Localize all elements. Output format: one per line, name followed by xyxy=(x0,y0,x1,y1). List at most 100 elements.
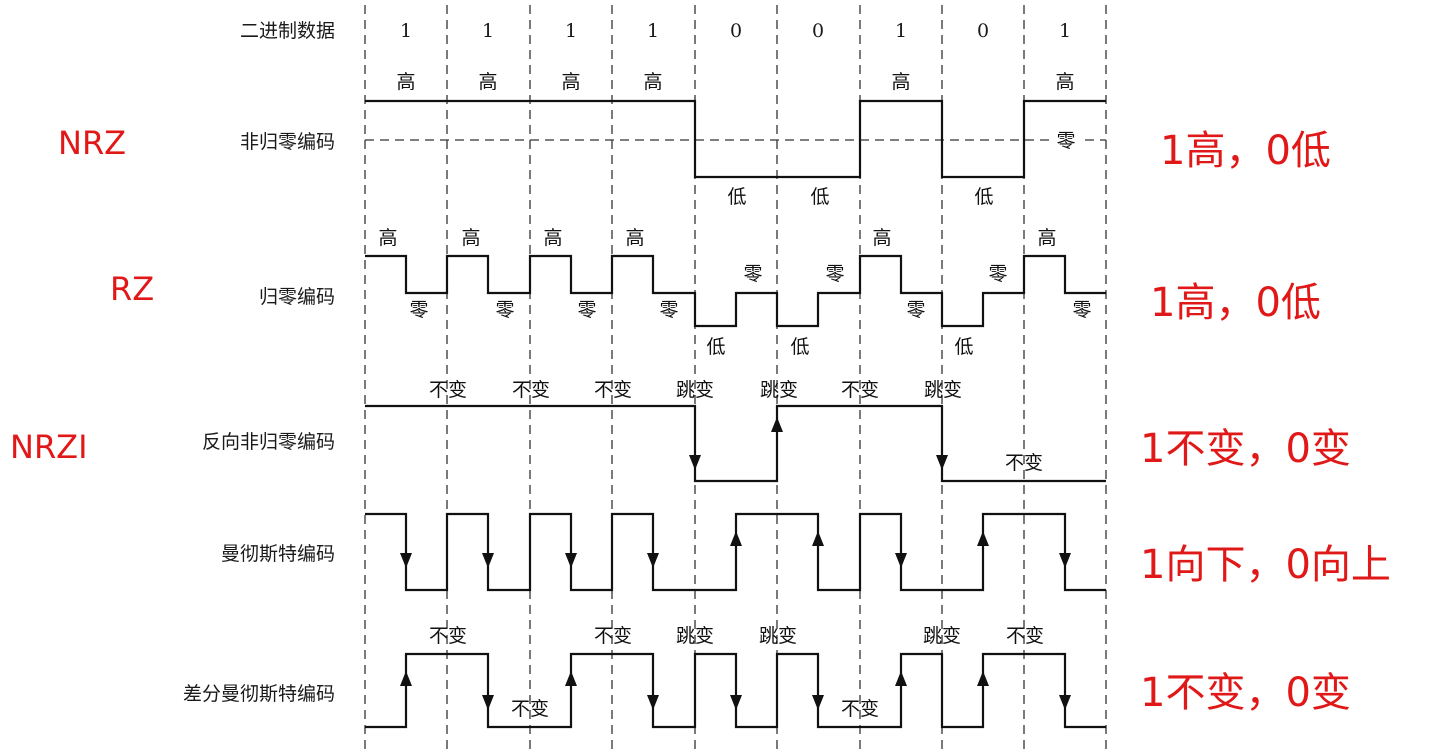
down-arrow-icon xyxy=(895,553,907,568)
bit-value: 0 xyxy=(812,20,824,42)
rz-zero-label: 零 xyxy=(1072,299,1091,321)
bit-value: 0 xyxy=(730,20,742,42)
nrz-zero-label: 零 xyxy=(1056,130,1075,152)
nrz-high-label: 高 xyxy=(1055,71,1074,93)
note-manchester: 1向下，0向上 xyxy=(1140,542,1391,588)
nrzi-label: 跳变 xyxy=(924,379,962,401)
diffman-label: 不变 xyxy=(1006,625,1044,647)
rz-zero-label: 零 xyxy=(495,299,514,321)
nrz-high-label: 高 xyxy=(478,71,497,93)
handwritten-notes: 1高，0低 1高，0低 1不变，0变 1向下，0向上 1不变，0变 xyxy=(1140,128,1391,716)
down-arrow-icon xyxy=(1059,553,1071,568)
diffman-label: 不变 xyxy=(594,625,632,647)
down-arrow-icon xyxy=(482,553,494,568)
nrzi-arrows xyxy=(689,417,948,470)
nrz-low-label: 低 xyxy=(810,186,829,208)
rz-zero-label: 零 xyxy=(906,299,925,321)
rz-high-label: 高 xyxy=(1037,227,1056,249)
down-arrow-icon xyxy=(647,695,659,710)
manchester-waveform xyxy=(365,512,1106,592)
rz-low-label: 低 xyxy=(790,336,809,358)
rz-high-label: 高 xyxy=(625,227,644,249)
diffman-label: 不变 xyxy=(841,698,879,720)
rz-zero-label: 零 xyxy=(409,299,428,321)
nrzi-label: 不变 xyxy=(594,379,632,401)
side-label-nrz: NRZ xyxy=(58,124,126,162)
nrzi-waveform xyxy=(365,404,1106,483)
down-arrow-icon xyxy=(400,553,412,568)
nrzi-label: 跳变 xyxy=(676,379,714,401)
down-arrow-icon xyxy=(936,455,948,470)
bit-value: 1 xyxy=(1059,20,1071,42)
side-label-nrzi: NRZI xyxy=(10,428,88,466)
diffman-label: 不变 xyxy=(429,625,467,647)
nrz-waveform xyxy=(365,99,1106,179)
nrzi-label: 不变 xyxy=(1005,452,1043,474)
down-arrow-icon xyxy=(1059,695,1071,710)
down-arrow-icon xyxy=(647,553,659,568)
note-nrz: 1高，0低 xyxy=(1160,128,1331,174)
nrz-high-label: 高 xyxy=(891,71,910,93)
nrz-low-label: 低 xyxy=(974,186,993,208)
bit-value: 1 xyxy=(565,20,577,42)
up-arrow-icon xyxy=(400,671,412,686)
diffman-label: 跳变 xyxy=(759,625,797,647)
nrz-high-label: 高 xyxy=(643,71,662,93)
bit-values: 1 1 1 1 0 0 1 0 1 xyxy=(400,20,1071,42)
rz-high-label: 高 xyxy=(378,227,397,249)
rz-zero-label: 零 xyxy=(743,263,762,285)
bits-header: 二进制数据 xyxy=(240,20,335,42)
nrzi-label: 不变 xyxy=(841,379,879,401)
down-arrow-icon xyxy=(482,695,494,710)
row-label-diffman: 差分曼彻斯特编码 xyxy=(183,683,335,705)
up-arrow-icon xyxy=(895,671,907,686)
rz-zero-label: 零 xyxy=(659,299,678,321)
diffman-waveform xyxy=(365,652,1106,729)
row-label-nrzi: 反向非归零编码 xyxy=(202,431,335,453)
row-label-manchester: 曼彻斯特编码 xyxy=(221,543,335,565)
rz-high-label: 高 xyxy=(543,227,562,249)
rz-low-label: 低 xyxy=(706,336,725,358)
nrzi-annotations: 不变 不变 不变 跳变 跳变 不变 跳变 不变 xyxy=(429,379,1043,474)
rz-low-label: 低 xyxy=(954,336,973,358)
nrzi-label: 不变 xyxy=(429,379,467,401)
bit-grid xyxy=(364,5,1107,750)
diffman-label: 跳变 xyxy=(676,625,714,647)
rz-zero-label: 零 xyxy=(825,263,844,285)
rz-high-label: 高 xyxy=(872,227,891,249)
rz-high-label: 高 xyxy=(461,227,480,249)
up-arrow-icon xyxy=(730,531,742,546)
nrz-annotations: 高 高 高 高 高 高 零 低 低 低 xyxy=(396,71,1079,208)
nrzi-label: 跳变 xyxy=(760,379,798,401)
down-arrow-icon xyxy=(730,695,742,710)
rz-zero-label: 零 xyxy=(988,263,1007,285)
bit-value: 1 xyxy=(400,20,412,42)
nrz-zero-label-bg xyxy=(1053,129,1079,151)
nrz-low-label: 低 xyxy=(727,186,746,208)
up-arrow-icon xyxy=(977,531,989,546)
diffman-annotations: 不变 不变 跳变 跳变 跳变 不变 不变 不变 xyxy=(429,625,1044,720)
rz-annotations: 高 高 高 高 高 高 零 零 零 零 零 零 零 零 零 低 低 低 xyxy=(378,227,1091,358)
bit-value: 1 xyxy=(482,20,494,42)
up-arrow-icon xyxy=(565,671,577,686)
note-diffman: 1不变，0变 xyxy=(1140,670,1351,716)
manchester-arrows xyxy=(400,531,1071,568)
up-arrow-icon xyxy=(812,531,824,546)
diffman-arrows xyxy=(400,671,1071,710)
nrz-high-label: 高 xyxy=(396,71,415,93)
row-label-rz: 归零编码 xyxy=(259,286,335,308)
rz-zero-label: 零 xyxy=(577,299,596,321)
rz-waveform xyxy=(365,254,1106,328)
note-rz: 1高，0低 xyxy=(1150,280,1321,326)
nrzi-label: 不变 xyxy=(512,379,550,401)
down-arrow-icon xyxy=(689,455,701,470)
down-arrow-icon xyxy=(565,553,577,568)
bit-value: 1 xyxy=(895,20,907,42)
up-arrow-icon xyxy=(771,417,783,432)
handwritten-side-labels: NRZ RZ NRZI xyxy=(10,124,154,466)
diffman-label: 跳变 xyxy=(923,625,961,647)
bit-value: 1 xyxy=(647,20,659,42)
up-arrow-icon xyxy=(977,671,989,686)
nrz-high-label: 高 xyxy=(561,71,580,93)
